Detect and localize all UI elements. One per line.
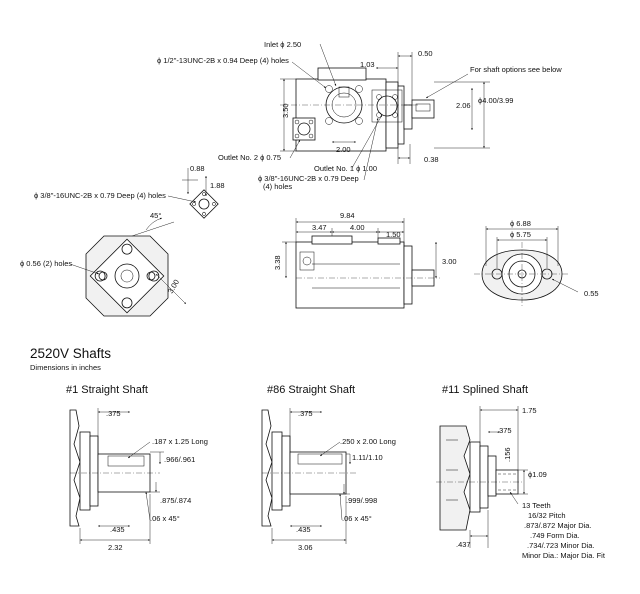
shaft-11-d175: 1.75 <box>522 406 537 415</box>
mount-holes-note: 0.56 (2) holes <box>26 259 72 268</box>
dim-3-00-side: 3.00 <box>442 257 457 266</box>
dim-1-88: 1.88 <box>210 181 225 190</box>
outlet-1-port <box>376 95 398 117</box>
dim-0-38: 0.38 <box>424 155 439 164</box>
svg-text:ϕ 3/8"-16UNC-2B x 0.79 Deep (4: ϕ 3/8"-16UNC-2B x 0.79 Deep (4) holes <box>34 191 166 200</box>
dim-9-84: 9.84 <box>340 211 355 220</box>
outlet-thread-note-2: (4) holes <box>263 182 292 191</box>
port-pad <box>189 189 219 219</box>
spline-spec-1: 16/32 Pitch <box>528 511 566 520</box>
shaft-1-d966: .966/.961 <box>164 455 195 464</box>
spline-spec-4: .734/.723 Minor Dia. <box>527 541 595 550</box>
shaft-1-d232: 2.32 <box>108 543 123 552</box>
mounting-flange-side <box>403 245 413 305</box>
shaft-1-d375: .375 <box>106 409 121 418</box>
mount-thread-note: 3/8"-16UNC-2B x 0.79 Deep (4) holes <box>40 191 166 200</box>
end-view: ϕ 6.88 ϕ 5.75 0.55 <box>474 219 599 306</box>
spline-spec-3: .749 Form Dia. <box>530 531 580 540</box>
top-view: Inlet ϕ 2.50 ϕ 1/2"-13UNC-2B x 0.94 Deep… <box>157 40 562 191</box>
outlet-2-port <box>297 122 311 136</box>
svg-text:ϕ4.00/3.99: ϕ4.00/3.99 <box>478 96 513 105</box>
shaft-1-drawing: #1 Straight Shaft .375 .187 x 1.25 Long … <box>66 384 208 552</box>
inlet-dia: 2.50 <box>287 40 302 49</box>
svg-text:Outlet No. 2 ϕ 0.75: Outlet No. 2 ϕ 0.75 <box>218 153 281 162</box>
shaft-11-d156: .156 <box>503 447 512 462</box>
shaft-86-flange <box>271 431 283 511</box>
shaft-86-chamfer: .06 x 45 <box>342 514 369 523</box>
dim-3-47: 3.47 <box>312 223 327 232</box>
dia-6-88: 6.88 <box>516 219 531 228</box>
svg-text:Outlet No. 1 ϕ 1.00: Outlet No. 1 ϕ 1.00 <box>314 164 377 173</box>
shaft-11-flange <box>469 441 481 513</box>
mount-view: 0.88 1.88 ϕ 3/8"-16UNC-2B x 0.79 Deep (4… <box>20 164 225 317</box>
shaft-86-key: .250 x 2.00 Long <box>340 437 396 446</box>
dim-0-88: 0.88 <box>190 164 205 173</box>
angle-45: 45 <box>150 211 158 220</box>
svg-text:ϕ 0.56 (2) holes: ϕ 0.56 (2) holes <box>20 259 72 268</box>
shaft-1-flange <box>79 431 91 511</box>
dia-4-00: 4.00/3.99 <box>482 96 513 105</box>
shaft-86-drawing: #86 Straight Shaft .375 .250 x 2.00 Long… <box>261 384 396 552</box>
outlet-2-dia: 0.75 <box>266 153 281 162</box>
svg-text:.06 x 45°: .06 x 45° <box>150 514 180 523</box>
outlet-2-label: Outlet No. 2 <box>218 153 258 162</box>
spline-spec-5: Minor Dia.: Major Dia. Fit <box>522 551 606 560</box>
shaft-86-title: #86 Straight Shaft <box>267 384 355 396</box>
shaft-options-note: For shaft options see below <box>470 65 562 74</box>
shaft-86-d306: 3.06 <box>298 543 313 552</box>
spline-spec-0: 13 Teeth <box>522 501 551 510</box>
outlet-thread-note-1: 3/8"-16UNC-2B x 0.79 Deep <box>264 174 358 183</box>
svg-text:.06 x 45°: .06 x 45° <box>342 514 372 523</box>
svg-text:ϕ 6.88: ϕ 6.88 <box>510 219 531 228</box>
dim-1-03: 1.03 <box>360 60 375 69</box>
spline-spec-2: .873/.872 Major Dia. <box>524 521 592 530</box>
svg-text:Inlet ϕ 2.50: Inlet ϕ 2.50 <box>264 40 301 49</box>
outlet-1-dia: 1.00 <box>362 164 377 173</box>
shaft-1-key: .187 x 1.25 Long <box>152 437 208 446</box>
shaft-1-chamfer: .06 x 45 <box>150 514 177 523</box>
dim-1-50: 1.50 <box>386 230 401 239</box>
dim-4-00-side: 4.00 <box>350 223 365 232</box>
dia-5-75: 5.75 <box>516 230 531 239</box>
inlet-label: Inlet <box>264 40 279 49</box>
shaft-86-d435: .435 <box>296 525 311 534</box>
shaft-86-d375: .375 <box>298 409 313 418</box>
shaft-11-d109: 1.09 <box>532 470 547 479</box>
shaft-11-d437: .437 <box>456 540 471 549</box>
inlet-thread-note: 1/2"-13UNC-2B x 0.94 Deep (4) holes <box>163 56 289 65</box>
shaft-1-title: #1 Straight Shaft <box>66 384 148 396</box>
shaft-86-d111: 1.11/1.10 <box>352 453 383 462</box>
dim-3-38: 3.38 <box>273 255 282 270</box>
shaft-11-d375: .375 <box>497 426 512 435</box>
dim-2-00: 2.00 <box>336 145 351 154</box>
shaft-top <box>411 99 435 119</box>
svg-text:ϕ 5.75: ϕ 5.75 <box>510 230 531 239</box>
shaft-1-d435: .435 <box>110 525 125 534</box>
section-title: 2520V Shafts <box>30 346 111 361</box>
dim-2-06: 2.06 <box>456 101 471 110</box>
svg-text:ϕ 1/2"-13UNC-2B x 0.94 Deep (4: ϕ 1/2"-13UNC-2B x 0.94 Deep (4) holes <box>157 56 289 65</box>
dim-3-50: 3.50 <box>281 103 290 118</box>
svg-text:ϕ 3/8"-16UNC-2B x 0.79 Deep: ϕ 3/8"-16UNC-2B x 0.79 Deep <box>258 174 359 183</box>
svg-text:ϕ1.09: ϕ1.09 <box>528 470 547 479</box>
shaft-1-d875: .875/.874 <box>160 496 191 505</box>
dim-0-55: 0.55 <box>584 289 599 298</box>
shaft-86-d999: .999/.998 <box>346 496 377 505</box>
mounting-flange-top <box>397 85 405 145</box>
inlet-boss <box>317 67 367 81</box>
outlet-1-label: Outlet No. 1 <box>314 164 354 173</box>
section-subtitle: Dimensions in inches <box>30 363 101 372</box>
dim-0-50: 0.50 <box>418 49 433 58</box>
shaft-11-title: #11 Splined Shaft <box>442 384 528 396</box>
flange-mount <box>85 235 169 317</box>
side-view: 9.84 3.47 4.00 1.50 3.38 3.00 <box>273 211 457 309</box>
shaft-11-drawing: #11 Splined Shaft 1.75 .375 .156 ϕ1.09 .… <box>436 384 606 560</box>
svg-text:45°: 45° <box>150 211 161 220</box>
